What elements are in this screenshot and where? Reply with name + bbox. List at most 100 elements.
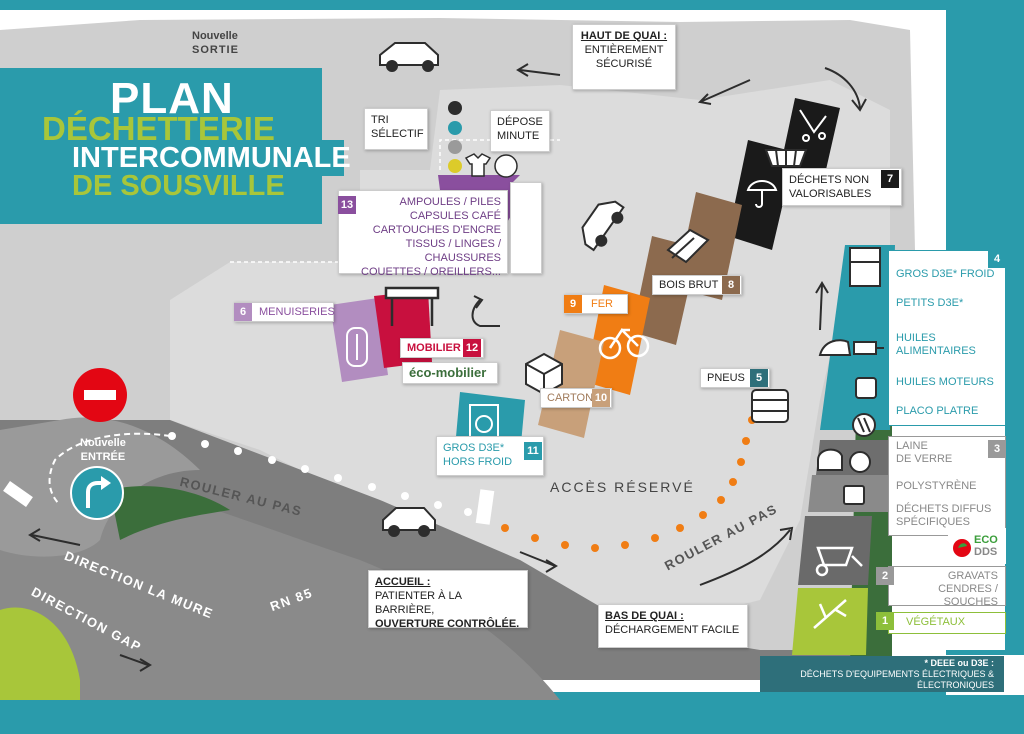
ecodds-logo: ECO DDS [948,528,1006,564]
group-2-box [888,566,1006,606]
polystyrene: POLYSTYRÈNE [896,480,977,492]
tshirt-icon [464,153,492,177]
haut-quai-line1: ENTIÈREMENT [584,44,664,56]
wheelbarrow-icon [815,546,863,577]
gros-hors-froid-number: 11 [524,442,542,460]
fer-label: FER [591,298,613,310]
branch-icon [813,599,847,629]
tire-icon [751,389,789,423]
legend-footnote: * DEEE ou D3E : DÉCHETS D'EQUIPEMENTS ÉL… [760,656,1004,692]
depose-minute-box: DÉPOSE MINUTE [490,110,550,152]
ecomobilier-text: éco-mobilier [409,365,487,380]
bois-number: 8 [722,276,740,294]
coffee-icon [494,154,518,178]
gravats-line2: CENDRES / SOUCHES [938,583,998,608]
car-icon [581,200,625,252]
group-1-number: 1 [876,612,894,630]
tri-dot-yellow [448,159,462,173]
nouvelle-sortie-line1: Nouvelle [192,30,238,42]
huiles-alimentaires: HUILES ALIMENTAIRES [896,332,976,358]
item13-icon-column [510,182,542,274]
tri-selectif-box: TRI SÉLECTIF [364,108,428,150]
item13-line: CARTOUCHES D'ENCRE [372,224,501,236]
green-corner-bottom [0,607,80,700]
fer-number: 9 [564,295,582,313]
placo-icon [852,413,876,437]
orange-dots [501,416,756,552]
huiles-alim-line1: HUILES [896,332,936,344]
petits-d3e: PETITS D3E* [896,297,964,309]
stroller-icon [799,109,827,142]
pneus-label: PNEUS [707,372,745,384]
group-4-number: 4 [988,250,1006,268]
entry-dash-curve [48,432,171,506]
item-13-box: AMPOULES / PILES CAPSULES CAFÉ CARTOUCHE… [338,190,508,278]
group-3-number: 3 [988,440,1006,458]
bas-quai-line1: DÉCHARGEMENT FACILE [605,624,740,636]
haut-quai-title: HAUT DE QUAI : [580,30,668,42]
bois-brut-box: BOIS BRUT [652,275,742,295]
title-dechetterie: DÉCHETTERIE [42,110,275,147]
group-3-box [888,436,1006,536]
nouvelle-sortie-label: Nouvelle SORTIE [192,29,239,57]
title-intercommunale: INTERCOMMUNALE [72,142,351,174]
item13-number: 13 [338,196,356,214]
item13-line: COUETTES / OREILLERS... [361,266,501,278]
box-icon [525,352,563,396]
wood-icon [666,228,710,264]
exit-barrier [3,481,33,507]
item13-line: TISSUS / LINGES / CHAUSSURES [405,238,501,264]
menuiseries-box: MENUISERIES [234,302,335,322]
legend-line3: ÉLECTRONIQUES [916,680,994,690]
bike-icon [598,328,650,360]
dashed-zone-top [439,139,560,170]
depose-line2: MINUTE [497,130,540,142]
bin-2 [798,516,872,585]
group-4-box [888,250,1006,426]
frame-top [0,0,1024,10]
fridge-icon [849,247,881,287]
dechets-nv-number: 7 [881,170,899,188]
haut-quai-line2: SÉCURISÉ [595,58,653,70]
drill-icon [853,341,884,355]
gros-hors-froid-line1: GROS D3E* [443,442,505,454]
accueil-box: ACCUEIL : PATIENTER À LA BARRIÈRE, OUVER… [368,570,528,630]
gros-hors-froid-line2: HORS FROID [443,456,513,468]
ecodds-text2: DDS [974,546,998,558]
title-plan: PLAN [110,74,234,123]
laine-de-verre: LAINE DE VERRE [896,440,952,466]
tri-dot-black [448,101,462,115]
tri-line2: SÉLECTIF [371,128,424,140]
tri-dot-teal [448,121,462,135]
bin-10a [538,330,604,438]
haut-de-quai-box: HAUT DE QUAI : ENTIÈREMENT SÉCURISÉ [572,24,676,90]
car-icon [379,42,439,72]
huiles-alim-line2: ALIMENTAIRES [896,345,976,357]
legend-line1: * DEEE ou D3E : [924,658,994,668]
pneus-number: 5 [750,369,768,387]
purple-slant [438,175,520,190]
dechets-nv-line1: DÉCHETS NON [789,174,870,186]
turn-right-icon [70,466,124,520]
car-icon [382,507,436,537]
item13-line: AMPOULES / PILES [399,196,501,208]
bin-8a [676,192,742,300]
huiles-moteurs: HUILES MOTEURS [896,376,994,388]
gravats-line1: GRAVATS [947,570,998,582]
group-2-number: 2 [876,567,894,585]
accueil-title: ACCUEIL : [375,576,431,588]
insulation-icon [817,448,871,473]
diffus-line1: DÉCHETS DIFFUS [896,503,992,515]
dechets-diffus: DÉCHETS DIFFUS SPÉCIFIQUES [896,503,991,529]
tri-dot-gray [448,140,462,154]
laine-line2: DE VERRE [896,453,953,465]
nouvelle-entree-line2: ENTRÉE [80,451,126,463]
item13-line: CAPSULES CAFÉ [409,210,501,222]
acces-reserve-label: ACCÈS RÉSERVÉ [550,479,695,495]
paint-icon [843,485,865,505]
ecodds-text1: ECO [974,534,998,546]
mobilier-number: 12 [463,339,481,357]
barrier [475,489,495,525]
tri-line1: TRI [371,114,389,126]
diffus-line2: SPÉCIFIQUES [896,516,970,528]
